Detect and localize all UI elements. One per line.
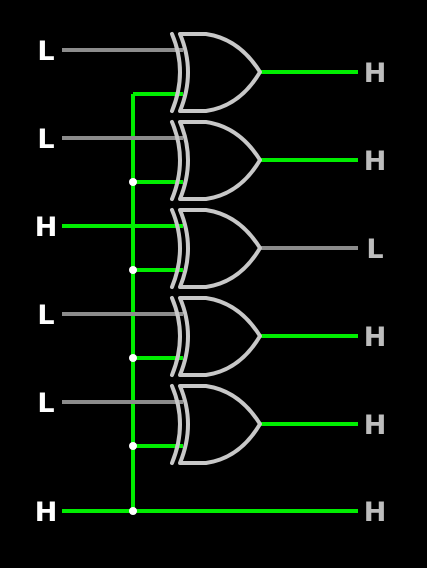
gates-layer [170,32,262,465]
gate-2-input-label: L [37,124,54,155]
gate-3-control-junction [129,266,137,274]
xor-gate-4-body [178,296,262,377]
xor-gate-1-input-arc [170,32,182,113]
xor-gate-2 [170,120,262,201]
xor-gate-5 [170,384,262,465]
gate-4-control-junction [129,354,137,362]
control-input-label: H [35,497,58,528]
xor-gate-3-input-arc [170,208,182,289]
gate-3-input-label: H [35,212,58,243]
gate-4-input-label: L [37,300,54,331]
xor-gate-1-body [178,32,262,113]
gate-5-input-label: L [37,388,54,419]
gate-5-control-junction [129,442,137,450]
gate-3-output-label: L [366,234,383,265]
control-output-label: H [364,497,387,528]
gate-1-output-label: H [364,58,387,89]
gate-1-input-label: L [37,36,54,67]
gate-4-output-label: H [364,322,387,353]
xor-gate-3-body [178,208,262,289]
xor-gate-5-input-arc [170,384,182,465]
gate-2-output-label: H [364,146,387,177]
xor-gate-4-input-arc [170,296,182,377]
junctions-layer [129,178,137,515]
xor-gate-5-body [178,384,262,465]
xor-gate-1 [170,32,262,113]
xor-gate-3 [170,208,262,289]
xor-gate-4 [170,296,262,377]
xor-gate-2-input-arc [170,120,182,201]
control-line-junction [129,507,137,515]
wires-layer [62,48,358,513]
gate-5-output-label: H [364,410,387,441]
labels-layer: L H L H H L L H L H H H [35,36,387,528]
gate-2-control-junction [129,178,137,186]
xor-gate-2-body [178,120,262,201]
